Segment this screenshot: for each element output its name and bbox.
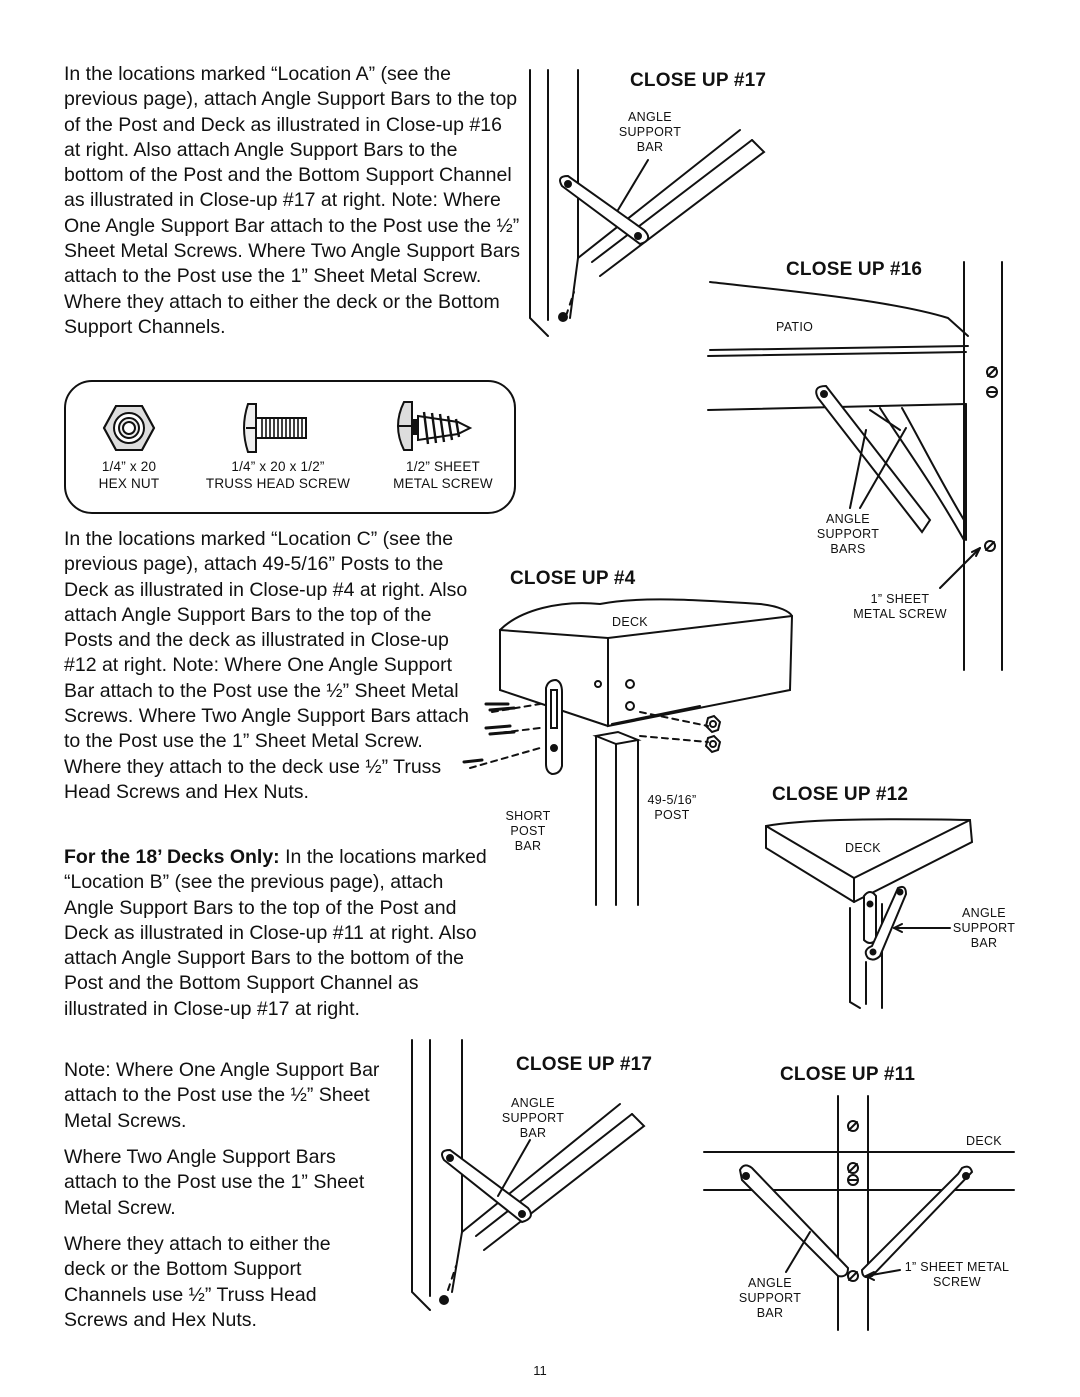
closeup-11-deck-label: DECK (966, 1134, 1002, 1148)
sheet-metal-screw-icon (397, 401, 473, 451)
paragraph-18-decks: For the 18’ Decks Only: In the locations… (64, 845, 494, 1022)
closeup-17-bottom-bar-label: ANGLE SUPPORT BAR (501, 1096, 565, 1140)
paragraph-18-decks-heading: For the 18’ Decks Only: (64, 846, 280, 868)
hardware-panel (64, 380, 516, 514)
closeup-12-bar-label: ANGLE SUPPORT BAR (952, 906, 1016, 950)
hex-nut-icon (102, 405, 156, 451)
paragraph-note-one-bar: Note: Where One Angle Support Bar attach… (64, 1059, 380, 1132)
closeup-17-bottom-drawing (411, 1039, 646, 1311)
closeup-11-screw-label: 1” SHEET METAL SCREW (904, 1260, 1010, 1289)
closeup-17-top-drawing (529, 69, 766, 337)
closeup-16-patio-label: PATIO (776, 320, 814, 334)
closeup-16-bars-label: ANGLE SUPPORT BARS (816, 512, 880, 556)
closeup-12-drawing (765, 818, 974, 1009)
page-number: 11 (533, 1363, 547, 1378)
truss-screw-label: 1/4” x 20 x 1/2” TRUSS HEAD SCREW (205, 459, 351, 491)
closeup-12-deck-label: DECK (845, 841, 881, 855)
closeup-16-screw-label: 1” SHEET METAL SCREW (853, 592, 947, 621)
closeup-16-drawing (707, 261, 1003, 671)
paragraph-note-deck: Where they attach to either the deck or … (64, 1233, 331, 1331)
closeup-11-bar-label: ANGLE SUPPORT BAR (738, 1276, 802, 1320)
closeup-4-deck-label: DECK (612, 615, 648, 629)
closeup-4-short-post-bar-label: SHORT POST BAR (505, 809, 551, 853)
truss-head-screw-icon (243, 403, 307, 453)
sheet-screw-label: 1/2” SHEET METAL SCREW (393, 459, 493, 491)
paragraph-note-two-bars: Where Two Angle Support Bars attach to t… (64, 1146, 365, 1219)
closeup-17-bottom-title: CLOSE UP #17 (516, 1054, 653, 1075)
closeup-17-top-bar-label: ANGLE SUPPORT BAR (618, 110, 682, 154)
closeup-16-title: CLOSE UP #16 (786, 259, 923, 280)
paragraph-location-a: In the locations marked “Location A” (se… (64, 63, 520, 338)
closeup-4-title: CLOSE UP #4 (510, 568, 636, 589)
hex-nut-label: 1/4” x 20 HEX NUT (98, 459, 160, 491)
closeup-4-post-label: 49-5/16” POST (647, 793, 697, 822)
closeup-17-top-title: CLOSE UP #17 (630, 70, 767, 91)
closeup-11-drawing (703, 1095, 1015, 1331)
paragraph-18-decks-body: In the locations marked “Location B” (se… (64, 846, 487, 1020)
closeup-12-title: CLOSE UP #12 (772, 784, 909, 805)
paragraph-location-c: In the locations marked “Location C” (se… (64, 528, 470, 803)
closeup-11-title: CLOSE UP #11 (780, 1064, 916, 1085)
closeup-4-drawing (462, 598, 793, 906)
